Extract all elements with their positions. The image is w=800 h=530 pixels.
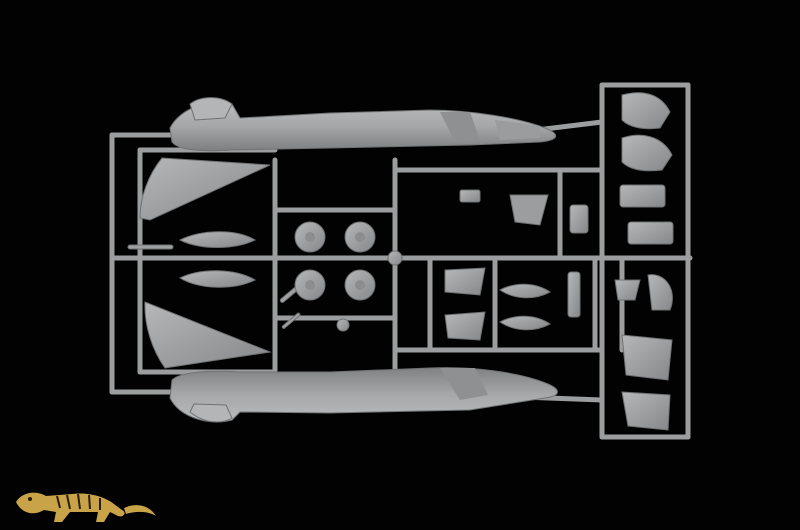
external-fuel-tank-upper	[178, 231, 257, 248]
external-fuel-tank-lower	[178, 270, 257, 288]
right-sprue-parts	[619, 92, 674, 431]
tiger-icon	[16, 492, 156, 522]
lower-wing	[144, 301, 272, 369]
lower-fuselage-half	[169, 367, 558, 423]
upper-fuselage-half	[169, 97, 557, 152]
small-parts-center	[444, 189, 673, 341]
upper-wing	[139, 157, 271, 221]
